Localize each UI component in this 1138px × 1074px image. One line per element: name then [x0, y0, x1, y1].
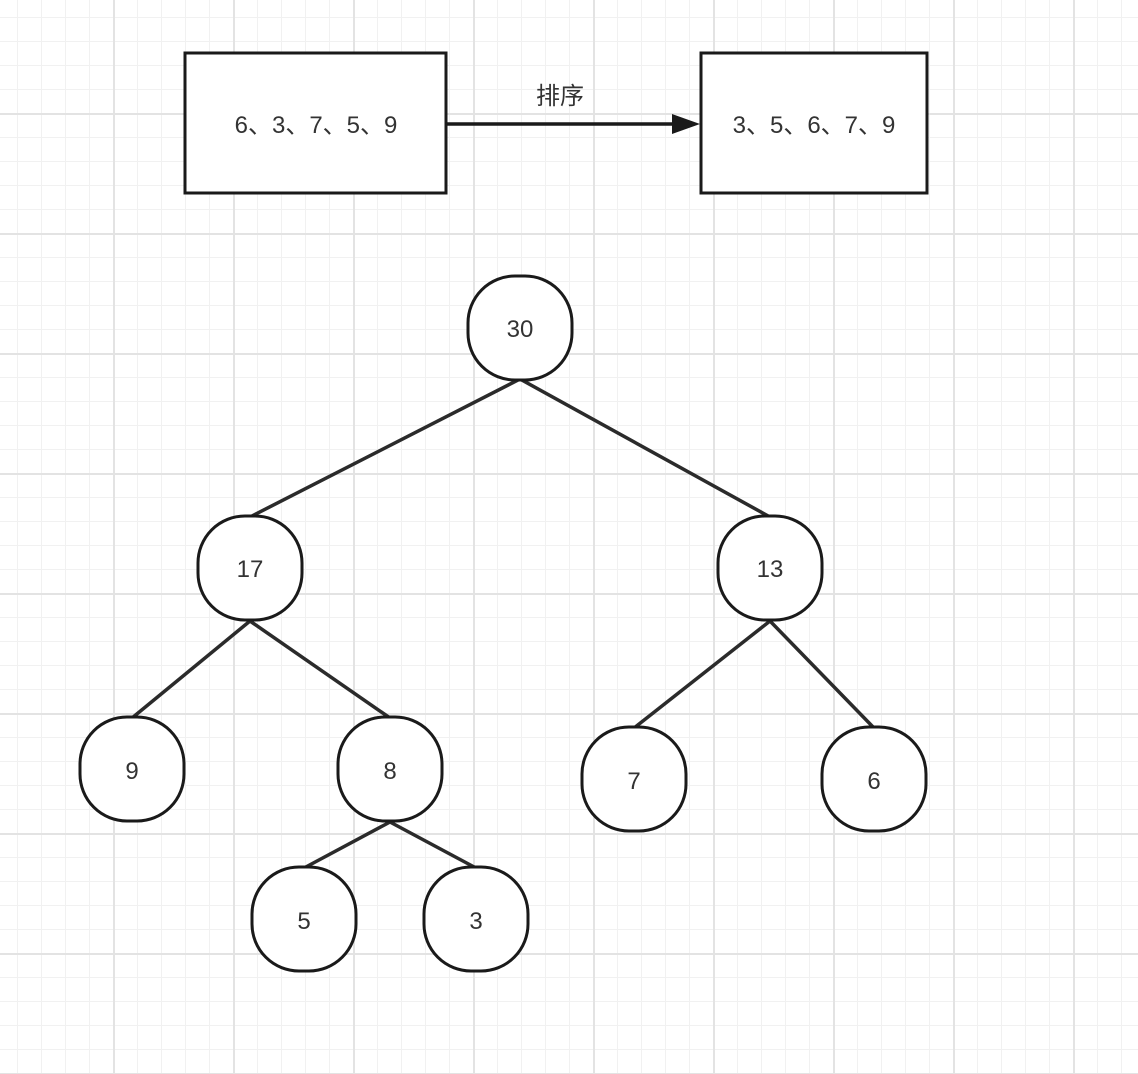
edge-30-17: [249, 377, 521, 519]
node-left-left-circle: [78, 715, 186, 823]
node-right-value: 13: [757, 556, 784, 583]
sort-arrow-head: [672, 114, 700, 134]
node-right-right: 6: [820, 725, 928, 833]
node-left: 17: [196, 514, 304, 622]
node-right-left: 7: [580, 725, 688, 833]
node-root-circle: [466, 274, 574, 382]
output-sequence-box: [699, 51, 929, 195]
node-left-left: 9: [78, 715, 186, 823]
edge-17-8: [249, 619, 391, 720]
node-left-right-left-circle: [250, 865, 358, 973]
node-left-right-right: 3: [422, 865, 530, 973]
node-right-right-value: 6: [867, 768, 880, 795]
node-right-circle: [716, 514, 824, 622]
edge-8-5: [303, 820, 391, 870]
edge-30-13: [519, 377, 771, 519]
node-right-left-value: 7: [627, 768, 640, 795]
node-left-value: 17: [237, 556, 264, 583]
node-left-right: 8: [336, 715, 444, 823]
node-left-circle: [196, 514, 304, 622]
node-left-right-left: 5: [250, 865, 358, 973]
node-left-left-value: 9: [125, 758, 138, 785]
output-sequence-text: 3、5、6、7、9: [733, 112, 896, 139]
sort-arrow-label: 排序: [536, 82, 584, 110]
edge-13-7: [632, 619, 772, 730]
node-root-value: 30: [507, 316, 534, 343]
node-left-right-right-value: 3: [469, 908, 482, 935]
node-right-right-circle: [820, 725, 928, 833]
node-left-right-circle: [336, 715, 444, 823]
node-left-right-value: 8: [383, 758, 396, 785]
edge-17-9: [130, 619, 252, 720]
input-sequence-box: [183, 51, 448, 195]
node-left-right-right-circle: [422, 865, 530, 973]
input-sequence-text: 6、3、7、5、9: [235, 112, 398, 139]
node-root: 30: [466, 274, 574, 382]
node-right: 13: [716, 514, 824, 622]
edge-8-3: [389, 820, 477, 870]
node-right-left-circle: [580, 725, 688, 833]
edge-13-6: [768, 619, 876, 730]
node-left-right-left-value: 5: [297, 908, 310, 935]
